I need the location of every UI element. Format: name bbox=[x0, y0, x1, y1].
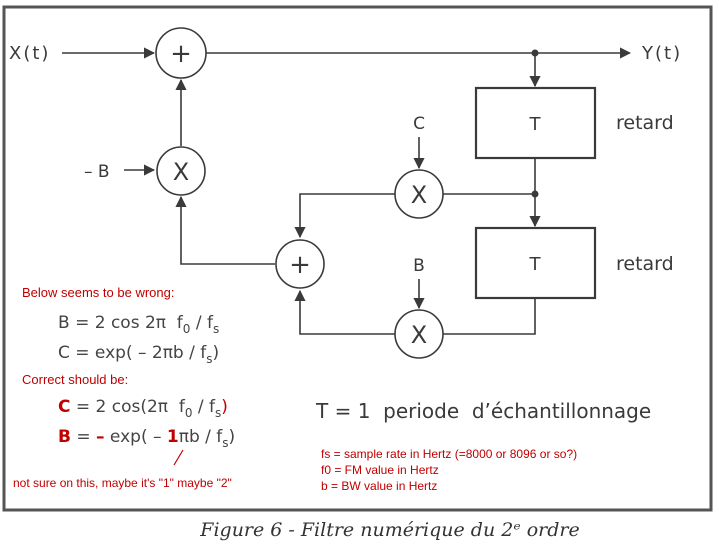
lower-adder bbox=[275, 239, 325, 289]
mult-b-to-adder bbox=[294, 289, 395, 335]
top-adder bbox=[155, 27, 207, 79]
delay2-box bbox=[474, 226, 597, 300]
uncertain-note: not sure on this, maybe it's "1" maybe "… bbox=[13, 476, 232, 490]
figure-caption: Figure 6 - Filtre numérique du 2ᵉ ordre bbox=[199, 519, 579, 541]
mult-c bbox=[394, 169, 444, 219]
junction-dot-2 bbox=[531, 190, 539, 198]
legend-fs: fs = sample rate in Hertz (=8000 or 8096… bbox=[321, 447, 577, 461]
adder-to-mult-negb bbox=[175, 195, 275, 265]
delay1-symbol: T bbox=[529, 114, 542, 135]
delay2-symbol: T bbox=[529, 254, 542, 275]
negb-label: – B bbox=[84, 162, 110, 182]
input-label: X(t) bbox=[9, 43, 50, 64]
delay2-label: retard bbox=[616, 253, 674, 275]
correct-eq-2: B = – exp( – 1πb / fs) bbox=[58, 427, 235, 450]
delay1-box bbox=[474, 86, 597, 160]
c-label: C bbox=[413, 114, 425, 134]
mult-c-to-adder bbox=[294, 193, 395, 239]
wrong-heading: Below seems to be wrong: bbox=[22, 285, 174, 300]
lower-adder-symbol: + bbox=[289, 250, 311, 280]
mult-negb-symbol: X bbox=[173, 158, 189, 186]
mult-b-symbol: X bbox=[411, 321, 427, 349]
output-label: Y(t) bbox=[641, 43, 682, 64]
delay1-label: retard bbox=[616, 112, 674, 134]
wrong-eq-1: B = 2 cos 2π f0 / fs bbox=[58, 313, 219, 336]
mult-c-symbol: X bbox=[411, 181, 427, 209]
correct-heading: Correct should be: bbox=[22, 372, 128, 387]
correct-eq-1: C = 2 cos(2π f0 / fs) bbox=[58, 397, 228, 420]
mult-negb bbox=[156, 146, 206, 196]
b-label: B bbox=[413, 256, 425, 276]
top-adder-symbol: + bbox=[170, 39, 192, 69]
wrong-eq-2: C = exp( – 2πb / fs) bbox=[58, 343, 219, 366]
delay2-to-mult-b bbox=[443, 298, 536, 335]
period-note: T = 1 periode d’échantillonnage bbox=[315, 399, 651, 423]
figure-frame bbox=[2, 5, 713, 512]
uncertain-pointer bbox=[173, 449, 184, 466]
legend-f0: f0 = FM value in Hertz bbox=[321, 463, 439, 477]
legend-b: b = BW value in Hertz bbox=[321, 479, 437, 493]
junction-dot-1 bbox=[531, 49, 539, 57]
mult-b bbox=[394, 309, 444, 359]
